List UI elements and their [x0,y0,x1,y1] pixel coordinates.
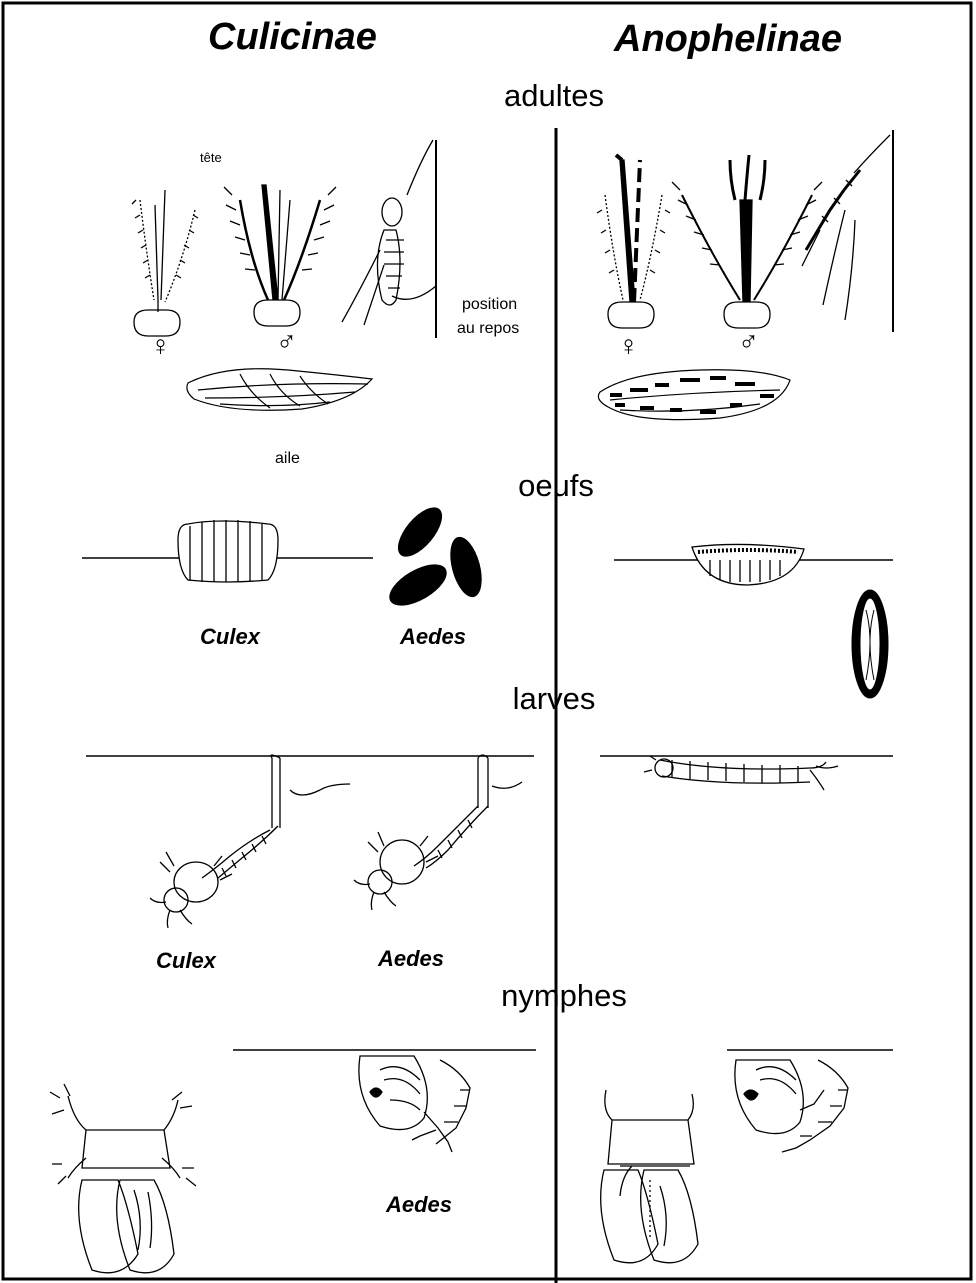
anopheles-egg-float-illustration [614,544,893,585]
anophelinae-male-head-illustration [672,155,822,328]
anophelinae-wing-illustration [598,370,790,420]
anophelinae-title: Anophelinae [614,18,842,61]
culicinae-male-symbol: ♂ [276,326,297,358]
culicinae-larvae-illustration [86,755,534,928]
rest-position-label-line2: au repos [457,320,519,338]
section-larvae-heading: larves [434,681,674,717]
culicinae-pupa-illustration [50,1050,536,1273]
section-pupae-heading: nymphes [444,978,684,1014]
culicinae-female-symbol: ♀ [150,330,171,362]
anophelinae-male-symbol: ♂ [738,326,759,358]
outer-border [3,3,971,1279]
anophelinae-rest-position-illustration [802,130,893,332]
section-eggs-heading: oeufs [436,468,676,504]
culicinae-male-head-illustration [224,185,336,326]
anopheles-egg-detail-illustration [852,590,888,698]
larva-aedes-label: Aedes [378,946,444,972]
culicinae-female-head-illustration [132,190,198,336]
egg-culex-label: Culex [200,624,260,650]
culicinae-title: Culicinae [208,16,377,59]
anophelinae-female-head-illustration [597,155,670,328]
anophelinae-pupa-illustration [601,1050,893,1263]
anophelinae-female-symbol: ♀ [618,330,639,362]
culicinae-wing-illustration [187,369,372,411]
section-adults-heading: adultes [434,78,674,114]
rest-position-label-line1: position [462,296,517,314]
egg-aedes-label: Aedes [400,624,466,650]
larva-culex-label: Culex [156,948,216,974]
anopheles-larva-illustration [600,756,893,790]
culicinae-rest-position-illustration [342,140,436,338]
aedes-eggs-illustration [383,500,488,614]
pupa-aedes-label: Aedes [386,1192,452,1218]
wing-label: aile [275,450,300,468]
head-label: tête [200,150,222,165]
culex-egg-raft-illustration [82,520,373,582]
